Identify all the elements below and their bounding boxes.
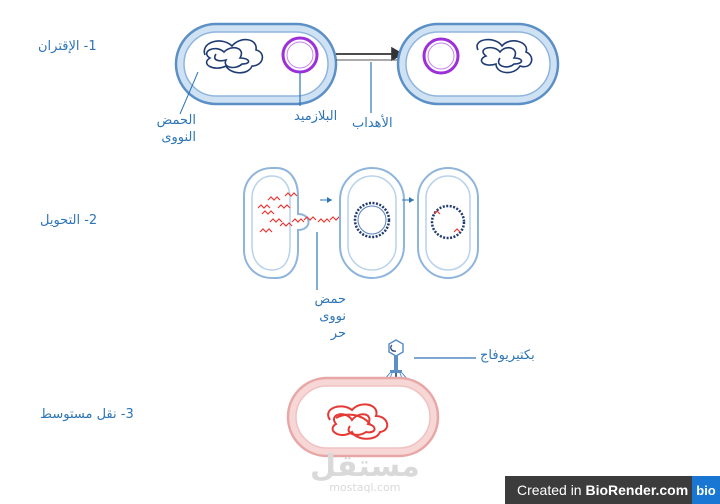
label-nucleic-acid-line-1: الحمض — [156, 113, 196, 128]
recipient-cell — [396, 22, 560, 106]
badge-prefix: Created in — [517, 482, 586, 498]
biorender-badge[interactable]: Created in BioRender.com bio — [505, 476, 720, 504]
section-title-transformation: 2- التحويل — [40, 213, 98, 228]
phage-legs — [383, 372, 409, 382]
donor-cell — [174, 22, 338, 106]
watermark-latin: mostaql.com — [329, 481, 401, 494]
circular-dna-2 — [430, 204, 466, 240]
infected-cell — [286, 376, 440, 458]
label-pilus: الأهداب — [352, 116, 393, 131]
phage-tail — [394, 356, 398, 372]
watermark: مستقل mostaql.com — [310, 452, 420, 494]
cell-integrating-dna — [339, 167, 405, 279]
circular-dna-1 — [353, 201, 391, 239]
label-nucleic-acid: الحمض النووى — [148, 112, 196, 146]
label-nucleic-acid-line-2: النووى — [161, 130, 196, 145]
label-bacteriophage: بكتيريوفاج — [480, 348, 535, 363]
transformed-cell — [417, 167, 479, 279]
recipient-plasmid — [422, 37, 460, 75]
label-free-nucleic-acid: حمض نووى حر — [306, 291, 346, 342]
watermark-arabic: مستقل — [310, 449, 420, 484]
donor-chromosome — [203, 38, 264, 74]
label-free-nucleic-acid-line-2: نووى — [319, 309, 346, 324]
fragmented-dna — [257, 192, 343, 233]
section-title-transduction: 3- نقل مستوسط — [40, 407, 134, 422]
recipient-chromosome — [476, 38, 533, 74]
infected-cell-dna — [327, 403, 389, 440]
label-free-nucleic-acid-line-1: حمض — [314, 292, 346, 307]
badge-brand: BioRender.com — [585, 482, 689, 498]
cell-taking-up-dna — [243, 167, 343, 279]
badge-text: Created in BioRender.com — [505, 482, 692, 498]
section-title-conjugation: 1- الإقتران — [38, 39, 97, 54]
label-plasmid: البلازميد — [294, 109, 338, 124]
biorender-logo-icon: bio — [692, 476, 720, 504]
leader-nucleic-acid — [179, 71, 199, 115]
label-free-nucleic-acid-line-3: حر — [330, 326, 346, 341]
